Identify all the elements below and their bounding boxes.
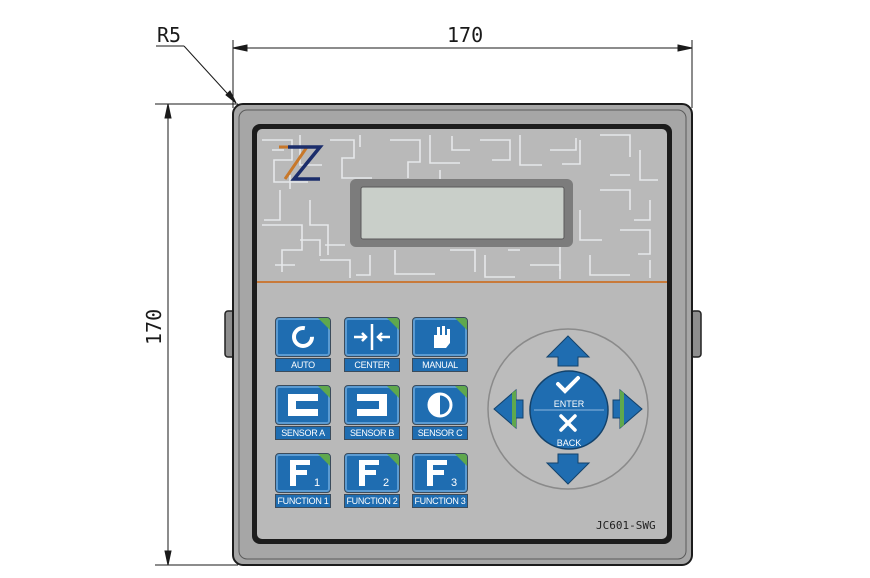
- sensor-b-icon: [357, 394, 387, 416]
- enter-back-button[interactable]: ENTER BACK: [529, 370, 609, 450]
- close-icon: [559, 414, 577, 432]
- height-label: 170: [142, 309, 166, 345]
- sensor-c-icon: [427, 392, 453, 418]
- key-label: CENTER: [344, 358, 400, 372]
- key-face: [344, 385, 400, 425]
- key-face: [344, 317, 400, 357]
- back-label: BACK: [557, 438, 582, 448]
- svg-text:3: 3: [451, 477, 457, 489]
- radius-label: R5: [157, 23, 181, 47]
- enter-label: ENTER: [554, 399, 585, 409]
- manual-button[interactable]: MANUAL: [412, 317, 468, 372]
- key-label: FUNCTION 1: [275, 494, 331, 508]
- svg-text:1: 1: [314, 477, 320, 489]
- key-label: FUNCTION 3: [412, 494, 468, 508]
- up-arrow-button[interactable]: [545, 335, 591, 367]
- key-label: SENSOR B: [344, 426, 400, 440]
- function-3-icon: 3: [427, 460, 457, 489]
- key-label: SENSOR A: [275, 426, 331, 440]
- lcd-screen: [360, 186, 565, 240]
- sensor-a-button[interactable]: SENSOR A: [275, 385, 331, 440]
- key-label: AUTO: [275, 358, 331, 372]
- key-label: FUNCTION 2: [344, 494, 400, 508]
- down-arrow-button[interactable]: [545, 453, 591, 485]
- model-number: JC601-SWG: [596, 519, 656, 532]
- key-face: 2: [344, 453, 400, 493]
- key-face: [412, 317, 468, 357]
- left-arrow-button[interactable]: [493, 388, 524, 430]
- key-face: [275, 317, 331, 357]
- sensor-a-icon: [288, 394, 318, 416]
- sensor-b-button[interactable]: SENSOR B: [344, 385, 400, 440]
- auto-button[interactable]: AUTO: [275, 317, 331, 372]
- auto-icon: [292, 326, 314, 348]
- function-1-icon: 1: [290, 460, 320, 489]
- hand-icon: [434, 326, 450, 348]
- maze-pattern: [262, 134, 658, 279]
- width-label: 170: [447, 23, 483, 47]
- sensor-c-button[interactable]: SENSOR C: [412, 385, 468, 440]
- check-icon: [556, 376, 580, 394]
- key-label: MANUAL: [412, 358, 468, 372]
- key-face: 3: [412, 453, 468, 493]
- key-label: SENSOR C: [412, 426, 468, 440]
- brand-logo: [279, 145, 324, 181]
- key-face: [275, 385, 331, 425]
- function-2-icon: 2: [359, 460, 389, 489]
- dimension-lines: [155, 40, 693, 566]
- right-arrow-button[interactable]: [612, 388, 643, 430]
- svg-text:2: 2: [383, 477, 389, 489]
- center-icon: [354, 324, 390, 350]
- key-face: 1: [275, 453, 331, 493]
- key-face: [412, 385, 468, 425]
- center-button[interactable]: CENTER: [344, 317, 400, 372]
